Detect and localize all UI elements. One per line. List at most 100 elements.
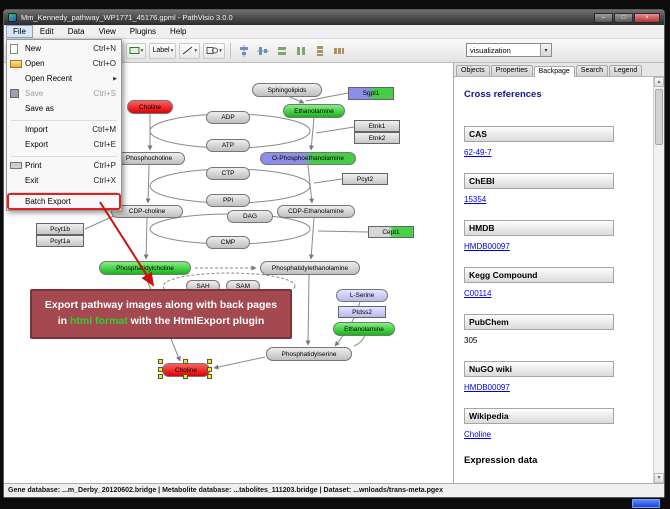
pathway-node[interactable]: Sphingolipids <box>252 83 322 97</box>
menu[interactable]: Data <box>61 25 92 38</box>
annotation-highlight: html format <box>70 314 128 327</box>
menu[interactable]: File <box>6 25 33 38</box>
pathway-node-label: Phosphocholine <box>125 155 173 162</box>
pathway-node[interactable]: Etnk2 <box>354 132 400 144</box>
annotation-text: Export pathway images along with back pa… <box>44 299 278 327</box>
pathway-node-label: DAG <box>242 213 258 220</box>
file-menu-item[interactable]: New Ctrl+N <box>8 41 120 56</box>
shape-tool[interactable]: ▾ <box>203 42 225 59</box>
file-menu-item[interactable]: Print Ctrl+P <box>8 158 120 173</box>
pathway-node[interactable]: DAG <box>227 210 273 223</box>
scroll-up-icon[interactable]: ▲ <box>654 77 664 87</box>
panel-tab[interactable]: Legend <box>608 65 643 76</box>
pathway-node[interactable]: Choline <box>127 100 173 114</box>
selection-handle[interactable] <box>158 359 163 364</box>
stack-horizontal-button[interactable] <box>331 43 347 59</box>
backpage-crossref-link[interactable]: HMDB00097 <box>464 383 510 392</box>
common-height-button[interactable] <box>293 43 309 59</box>
pathway-node[interactable]: CMP <box>206 236 250 249</box>
pathway-node[interactable]: Sgpl1 <box>348 87 394 100</box>
pathway-node[interactable]: Cept1 <box>368 226 414 238</box>
pathway-node[interactable]: CDP-Ethanolamine <box>277 205 355 218</box>
pathway-node[interactable]: Phosphatidylcholine <box>99 261 191 275</box>
backpage-crossref-link[interactable]: Choline <box>464 430 492 439</box>
selection-handle[interactable] <box>183 374 188 379</box>
backpage-crossref-link[interactable]: C00114 <box>464 289 492 298</box>
align-vertical-center-button[interactable] <box>255 43 271 59</box>
backpage-crossref-link[interactable]: 15354 <box>464 195 487 204</box>
pathway-node[interactable]: CTP <box>206 167 250 180</box>
maximize-button[interactable]: □ <box>614 12 633 23</box>
side-panel: Objects Properties Backpage Search <box>454 63 664 483</box>
pathway-node[interactable]: L-Serine <box>336 289 388 302</box>
menu[interactable]: Edit <box>33 25 61 38</box>
screen-corner-accent <box>632 499 660 508</box>
file-menu-item[interactable] <box>11 153 117 157</box>
maximize-icon: □ <box>621 14 626 21</box>
stack-vertical-icon <box>316 45 323 56</box>
pathway-node[interactable]: Pcyt1b <box>36 223 84 235</box>
file-menu-item[interactable]: Open Ctrl+O <box>8 56 120 71</box>
file-menu-item[interactable]: Save as <box>8 101 120 116</box>
scroll-down-icon[interactable]: ▼ <box>654 473 664 483</box>
visualization-combobox[interactable]: visualization ▾ <box>466 43 552 57</box>
pathway-node[interactable]: ATP <box>206 139 250 152</box>
file-menu-item[interactable]: Exit Ctrl+X <box>8 173 120 188</box>
selection-handle[interactable] <box>207 359 212 364</box>
pathway-node[interactable]: PPi <box>206 194 250 207</box>
pathway-node[interactable]: O-Phosphoethanolamine <box>260 152 356 165</box>
file-menu-item[interactable] <box>11 117 117 121</box>
pathway-node-label: Etnk1 <box>368 122 386 130</box>
panel-tab[interactable]: Backpage <box>533 66 575 77</box>
align-horizontal-center-button[interactable] <box>236 43 252 59</box>
pathway-node[interactable]: Pcyt2 <box>342 173 388 185</box>
pathway-node[interactable]: Ethanolamine <box>283 104 345 118</box>
selection-handle[interactable] <box>183 359 188 364</box>
line-tool[interactable]: ▾ <box>179 42 201 59</box>
close-button[interactable]: × <box>634 12 660 23</box>
minimize-icon: – <box>601 14 606 21</box>
file-menu-item[interactable]: Save Ctrl+S <box>8 86 120 101</box>
pathway-node-label: Ethanolamine <box>294 107 334 115</box>
panel-scrollbar[interactable]: ▲ ▼ <box>653 77 664 483</box>
menu-item-icon <box>10 125 22 135</box>
menu-item-label: Open <box>25 59 45 68</box>
panel-tabs: Objects Properties Backpage Search <box>454 63 664 77</box>
panel-tab[interactable]: Search <box>575 65 608 76</box>
pathway-node[interactable]: Phosphatidylethanolamine <box>260 261 360 275</box>
pathway-node[interactable]: ADP <box>206 111 250 124</box>
menu-label: View <box>98 27 116 36</box>
selection-handle[interactable] <box>207 374 212 379</box>
panel-tab[interactable]: Objects <box>456 65 490 76</box>
menu[interactable]: Help <box>163 25 193 38</box>
pathway-nodes: Sphingolipids Sgpl1 Choline Ethanolamine <box>4 63 453 483</box>
minimize-button[interactable]: – <box>594 12 613 23</box>
pathway-node[interactable]: Ethanolamine <box>333 322 395 336</box>
gene-product-tool[interactable]: ▾ <box>125 42 147 59</box>
selection-handle[interactable] <box>207 367 212 372</box>
menu[interactable]: Plugins <box>123 25 163 38</box>
pathway-node-label: Sgpl1 <box>362 90 380 97</box>
panel-tab[interactable]: Properties <box>490 65 533 76</box>
backpage-crossref-link[interactable]: 62-49-7 <box>464 148 492 157</box>
label-tool[interactable]: Label▾ <box>149 42 177 59</box>
pathway-node[interactable]: Pcyt1a <box>36 235 84 247</box>
stack-vertical-button[interactable] <box>312 43 328 59</box>
file-menu-item[interactable]: Open Recent <box>8 71 120 86</box>
pathway-node-label: O-Phosphoethanolamine <box>272 155 344 162</box>
menu[interactable]: View <box>92 25 123 38</box>
backpage-crossref-link[interactable]: HMDB00097 <box>464 242 510 251</box>
file-menu-item[interactable]: Batch Export <box>7 193 121 210</box>
file-menu-item[interactable]: Import Ctrl+M <box>8 122 120 137</box>
common-width-button[interactable] <box>274 43 290 59</box>
pathway-node[interactable]: Phosphatidylserine <box>266 347 352 361</box>
pathway-node[interactable]: Phosphocholine <box>113 152 185 165</box>
scrollbar-thumb[interactable] <box>655 89 663 145</box>
backpage-crossref-link[interactable]: 305 <box>464 336 478 345</box>
pathway-node[interactable]: Etnk1 <box>354 120 400 132</box>
selection-handle[interactable] <box>158 367 163 372</box>
pathway-node[interactable]: Ptdss2 <box>338 306 386 318</box>
file-menu-item[interactable]: Export Ctrl+E <box>8 137 120 152</box>
file-menu-item[interactable] <box>11 189 117 193</box>
selection-handle[interactable] <box>158 374 163 379</box>
